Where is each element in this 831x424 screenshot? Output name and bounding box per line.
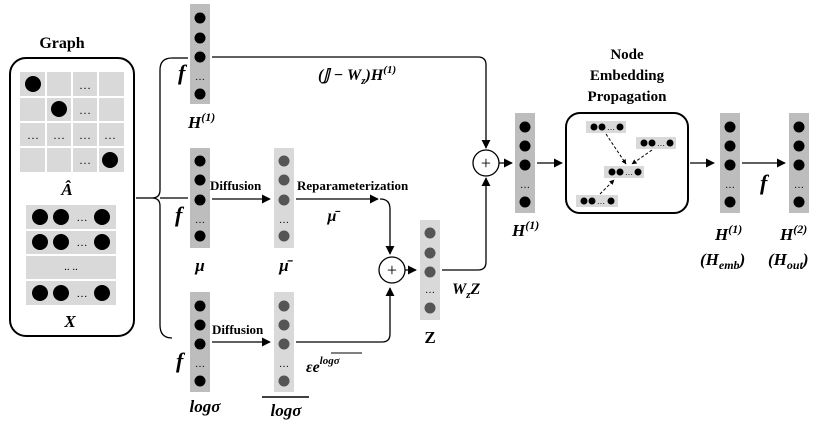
logsigma-bar-label: logσ [271, 401, 303, 420]
propagation-title-3: Propagation [588, 89, 668, 105]
eps-arrow [296, 287, 395, 343]
mu-vector: … [190, 148, 210, 248]
h2-out-label: H(2) [779, 222, 807, 244]
svg-text:…: … [794, 180, 804, 191]
feature-matrix: … … .. .. … [26, 205, 116, 305]
diffusion-logsigma-label: Diffusion [212, 322, 264, 337]
mu-bar-vector: … [274, 148, 294, 248]
svg-text:…: … [79, 78, 91, 92]
wz-label: WzZ [452, 281, 481, 301]
h-emb-label: (Hemb) [700, 250, 745, 272]
svg-text:…: … [53, 128, 65, 142]
skip-connection-label: (𝕁 − Wz)H(1) [318, 64, 396, 87]
logsigma-vector: … [190, 292, 210, 392]
eps-label: εelogσ [306, 355, 341, 376]
h1-out-label: H(1) [714, 222, 742, 244]
svg-text:…: … [77, 212, 88, 224]
z-vector: … [420, 220, 440, 320]
h1-out-vector: … [720, 113, 740, 213]
svg-text:…: … [279, 215, 289, 226]
svg-text:+: + [481, 153, 491, 173]
wz-line [442, 177, 491, 271]
h1-mid-vector: … [515, 113, 535, 213]
adjacency-matrix: … … … … … … … [20, 72, 124, 172]
svg-text:.. ..: .. .. [64, 261, 78, 273]
svg-text:…: … [195, 72, 205, 83]
svg-text:…: … [195, 359, 205, 370]
mu-to-plus-line [379, 198, 395, 255]
z-label: Z [424, 328, 435, 347]
svg-text:…: … [79, 103, 91, 117]
svg-text:…: … [425, 285, 435, 296]
svg-text:…: … [79, 153, 91, 167]
adjacency-label: Â [60, 180, 72, 199]
h2-out-vector: … [789, 113, 809, 213]
svg-text:…: … [725, 180, 735, 191]
logsigma-bar-vector: … [274, 292, 294, 392]
svg-text:…: … [279, 359, 289, 370]
graph-frame [9, 57, 135, 337]
propagation-title-2: Embedding [590, 68, 665, 84]
svg-text:…: … [77, 288, 88, 300]
svg-text:…: … [77, 237, 88, 249]
diffusion-mu-label: Diffusion [210, 178, 262, 193]
h1-top-vector: … [190, 4, 210, 104]
plus-node-merge: + [472, 149, 500, 177]
logsigma-label: logσ [190, 397, 222, 416]
mu-label: μ [194, 256, 204, 275]
svg-text:…: … [625, 168, 633, 177]
graph-panel: Graph … … … … … … … Â [9, 35, 135, 337]
svg-text:+: + [387, 260, 397, 280]
h1-top-label: H(1) [187, 110, 215, 132]
propagation-box [565, 112, 689, 214]
propagation-nodes: … … … … [576, 121, 676, 207]
f-bottom-label: f [176, 348, 186, 373]
f-out-label: f [760, 170, 770, 195]
svg-text:…: … [79, 128, 91, 142]
f-top-label: f [178, 60, 188, 85]
mu-bar-label: μ̄ [278, 256, 293, 275]
svg-text:…: … [607, 123, 615, 132]
svg-text:…: … [597, 197, 605, 206]
reparam-mu-label: μ̄ [327, 208, 341, 225]
f-mid-label: f [175, 202, 185, 227]
svg-text:…: … [520, 180, 530, 191]
propagation-title-1: Node [610, 47, 644, 63]
svg-text:…: … [27, 128, 39, 142]
feature-label: X [63, 312, 76, 331]
plus-node-reparam: + [378, 256, 406, 284]
svg-text:…: … [657, 139, 665, 148]
h-out-label: (Hout) [768, 250, 809, 272]
reparam-label: Reparameterization [297, 178, 409, 193]
svg-text:…: … [195, 215, 205, 226]
skip-connection-line [212, 56, 491, 149]
graph-title: Graph [39, 35, 84, 52]
h1-mid-label: H(1) [511, 218, 539, 240]
input-bracket [136, 57, 188, 339]
svg-text:…: … [104, 128, 116, 142]
